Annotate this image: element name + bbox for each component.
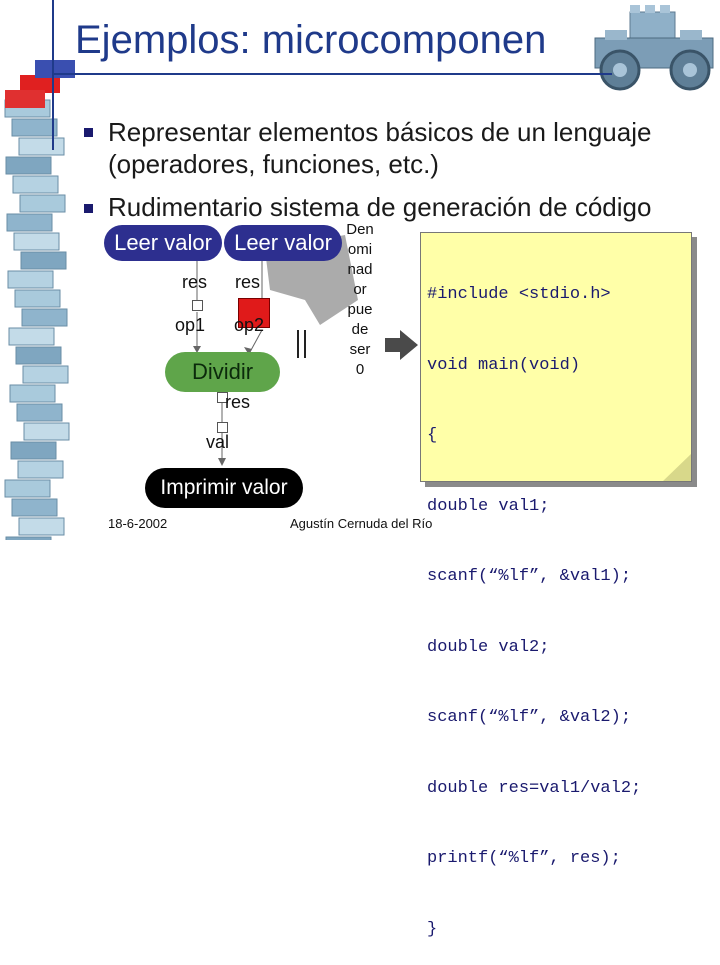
lego-tower-decoration (4, 60, 75, 540)
output-port (217, 392, 228, 403)
code-line: double res=val1/val2; (427, 778, 642, 798)
callout-line: pue (347, 301, 373, 318)
parallel-bars-marker (297, 330, 306, 358)
callout-line: or (353, 281, 367, 298)
code-line: printf(“%lf”, res); (427, 849, 621, 868)
read-value-right-node: Leer valor (224, 225, 342, 261)
callout-line: Den (346, 221, 374, 238)
bullet-1-line-1: Representar elementos básicos de un leng… (108, 117, 652, 147)
code-line: double val2; (427, 637, 550, 657)
code-line: scanf(“%lf”, &val1); (427, 567, 632, 586)
error-port-highlight (238, 298, 270, 328)
code-line: } (427, 919, 438, 939)
code-line: #include <stdio.h> (427, 285, 611, 304)
lego-car-decoration (594, 5, 714, 91)
print-value-node: Imprimir valor (145, 468, 303, 508)
bullet-2-line-1: Rudimentario sistema de generación de có… (108, 192, 652, 222)
res-left-label: res (182, 272, 208, 292)
title-underline (52, 73, 612, 75)
code-note (420, 232, 692, 482)
op2-label: op2 (234, 315, 265, 335)
code-line: { (427, 426, 438, 445)
denominator-callout: Den omi nad or pue de ser 0 (340, 220, 380, 380)
val-label: val (206, 432, 230, 452)
output-port (192, 300, 203, 311)
slide-title: Ejemplos: microcomponen (75, 18, 547, 62)
read-value-left-node: Leer valor (104, 225, 222, 261)
code-line: scanf(“%lf”, &val2); (427, 708, 632, 727)
square-bullet-icon (84, 204, 93, 213)
footer-date: 18-6-2002 (108, 516, 168, 531)
res-output-label: res (225, 392, 251, 412)
res-right-label: res (235, 272, 261, 292)
op1-label: op1 (175, 315, 206, 335)
callout-line: 0 (355, 361, 365, 378)
square-bullet-icon (84, 128, 93, 137)
callout-line: omi (347, 241, 373, 258)
divide-node: Dividir (165, 352, 280, 392)
callout-line: nad (347, 261, 373, 278)
footer-author: Agustín Cernuda del Río (290, 516, 433, 531)
input-port (217, 422, 228, 433)
bullet-1-line-2: (operadores, funciones, etc.) (108, 149, 439, 179)
callout-line: ser (349, 341, 371, 358)
title-vertical-rule (52, 0, 54, 150)
arrow-to-code (385, 330, 418, 360)
code-listing: #include <stdio.h> void main(void) { dou… (427, 236, 689, 965)
code-line: double val1; (427, 496, 550, 516)
callout-line: de (351, 321, 369, 338)
code-line: void main(void) (427, 355, 581, 375)
